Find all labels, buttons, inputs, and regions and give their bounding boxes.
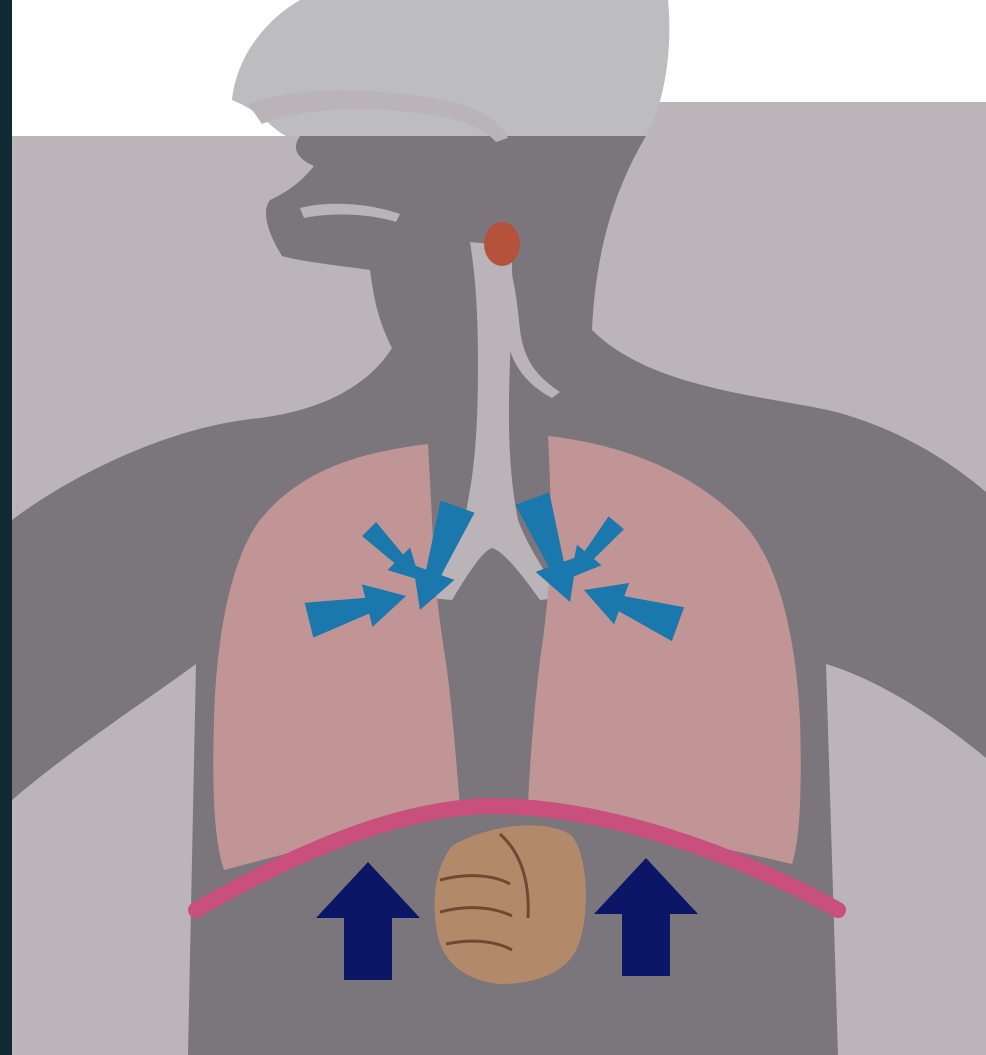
foreign-object	[484, 222, 520, 266]
fist-icon	[435, 825, 586, 984]
